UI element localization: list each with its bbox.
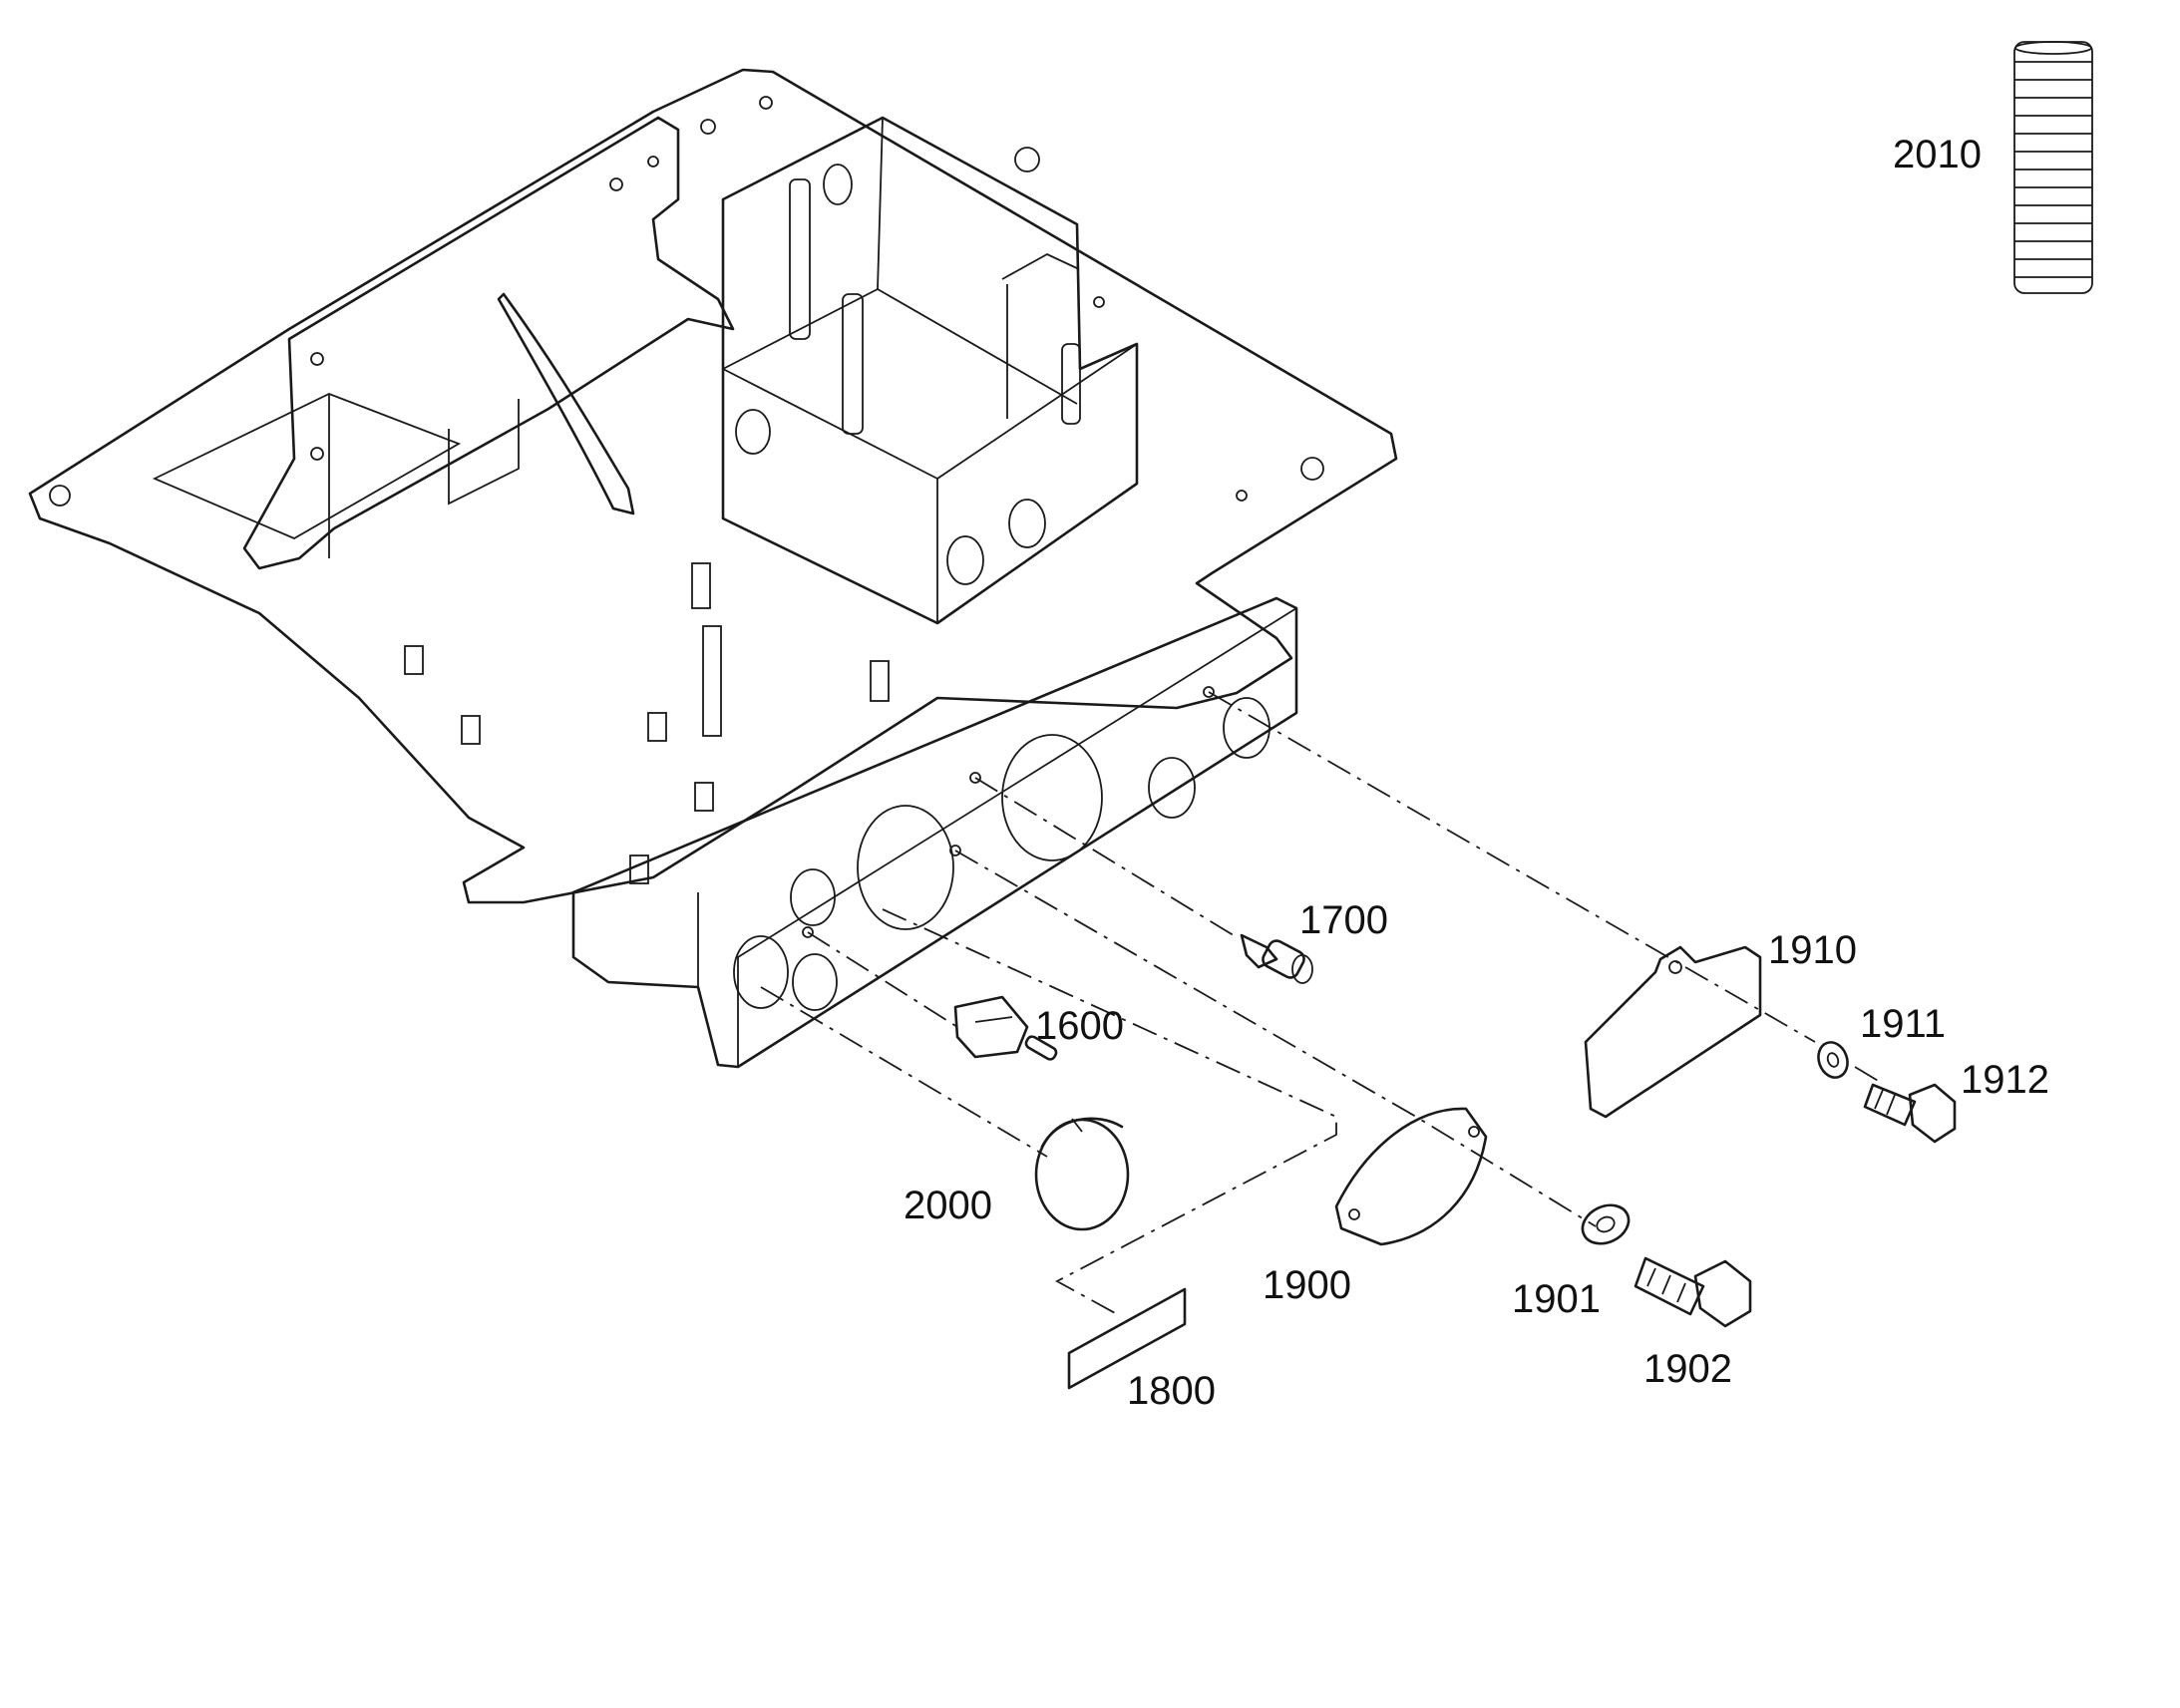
- callout-1700: 1700: [1299, 898, 1388, 942]
- front-panel-rail: [571, 596, 1298, 1069]
- callout-2010: 2010: [1893, 133, 1982, 176]
- screw-part-1912: [1863, 1083, 1957, 1144]
- callout-1800: 1800: [1127, 1369, 1216, 1413]
- callout-1901: 1901: [1512, 1277, 1601, 1321]
- spring-part-2010: [2013, 41, 2093, 294]
- lamp-socket-part-1700: [1240, 933, 1313, 984]
- callout-1912: 1912: [1961, 1058, 2049, 1102]
- base-plate: [28, 68, 1398, 904]
- callout-2000: 2000: [904, 1184, 992, 1227]
- callout-1902: 1902: [1643, 1347, 1732, 1391]
- cover-plate-part-1900: [1334, 1107, 1488, 1246]
- callout-1911: 1911: [1860, 1002, 1946, 1046]
- label-part-1800: [1067, 1287, 1187, 1390]
- callout-1600: 1600: [1035, 1004, 1124, 1048]
- toggle-switch-part-1600: [953, 995, 1058, 1061]
- hex-bolt-part-1902: [1634, 1256, 1752, 1328]
- washer-part-1901: [1581, 1203, 1631, 1245]
- leader-lines: [760, 691, 1881, 1315]
- electronics-box: [721, 116, 1139, 625]
- gasket-plate-part-1910: [1584, 945, 1762, 1119]
- round-cap-part-2000: [1034, 1117, 1130, 1231]
- washer-part-1911: [1817, 1041, 1849, 1079]
- callout-1910: 1910: [1768, 928, 1857, 972]
- callout-1900: 1900: [1263, 1263, 1351, 1307]
